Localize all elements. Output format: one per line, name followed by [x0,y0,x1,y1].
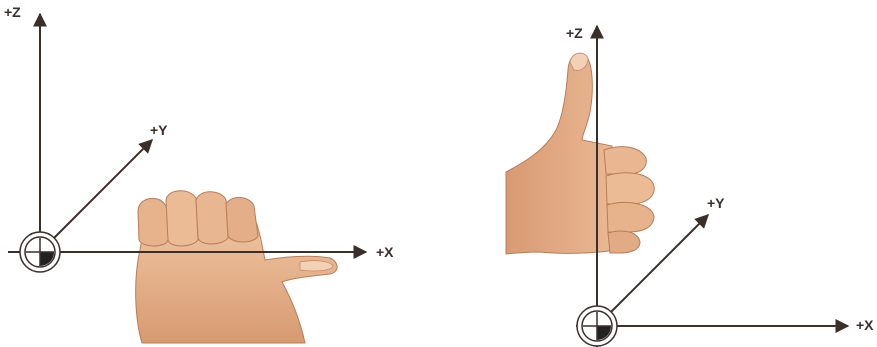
right-diagram: +Z +Y +X [506,25,874,347]
left-diagram: +Z +Y +X [4,4,394,343]
right-origin-symbol [577,306,617,346]
left-y-label: +Y [150,122,168,138]
left-origin-symbol [20,232,60,272]
right-hand-illustration [506,53,654,254]
right-hand-fingers [604,147,654,253]
left-hand-fingers [138,191,258,246]
left-hand-illustration [136,191,337,343]
right-y-label: +Y [707,195,725,211]
left-x-label: +X [376,244,394,260]
right-z-label: +Z [566,25,583,41]
left-z-label: +Z [4,4,21,20]
left-y-axis [40,140,152,252]
right-x-label: +X [856,317,874,333]
